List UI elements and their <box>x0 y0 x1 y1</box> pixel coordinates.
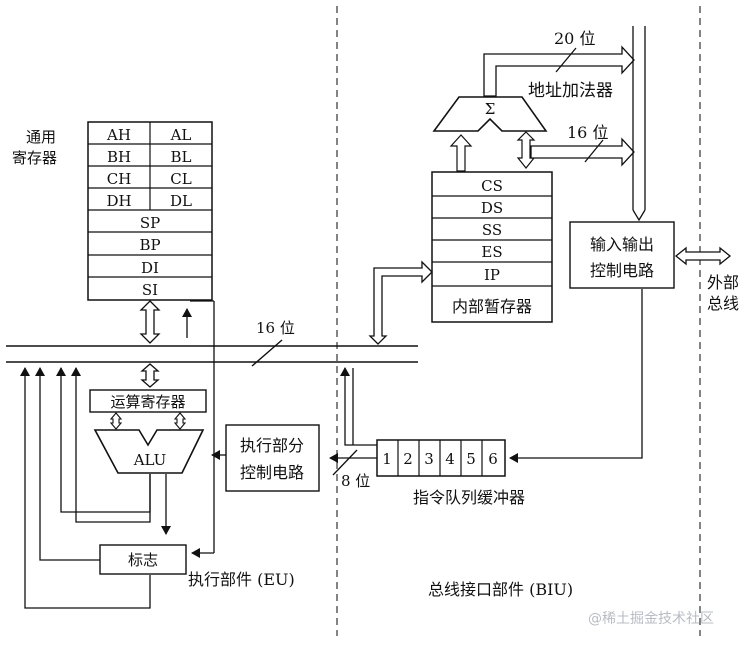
eu-control-box <box>225 424 320 492</box>
io-control-label-line2: 控制电路 <box>590 261 654 280</box>
eu-control-label-line2: 控制电路 <box>240 463 304 482</box>
internal-bus-width-label: 16 位 <box>256 319 295 337</box>
address-bus-arrow <box>483 45 635 97</box>
alu-label: ALU <box>133 451 167 469</box>
register-cl: CL <box>170 170 191 188</box>
queue-slot-3: 3 <box>424 450 434 468</box>
io-control-box <box>569 221 675 289</box>
register-bh: BH <box>107 148 131 166</box>
queue-slot-5: 5 <box>466 450 476 468</box>
internal-register-label: 内部暂存器 <box>452 297 532 316</box>
bus-segment-arrow <box>368 260 433 345</box>
register-bp: BP <box>139 236 160 254</box>
io-control-label-line1: 输入输出 <box>590 235 654 254</box>
address-bus-width-label: 20 位 <box>554 29 595 48</box>
general-registers-label-line2: 寄存器 <box>12 149 57 167</box>
register-sp: SP <box>140 214 160 232</box>
queue-slot-6: 6 <box>488 450 498 468</box>
queue-slot-2: 2 <box>403 450 413 468</box>
queue-label: 指令队列缓冲器 <box>413 488 525 507</box>
eu-title: 执行部件 (EU) <box>188 570 295 589</box>
register-cs: CS <box>481 177 503 195</box>
operand-register-box <box>89 389 207 413</box>
register-dl: DL <box>170 192 192 210</box>
queue-slot-1: 1 <box>382 450 392 468</box>
register-ds: DS <box>481 199 503 217</box>
register-es: ES <box>481 243 502 261</box>
watermark: @稀土掘金技术社区 <box>588 611 714 627</box>
register-dh: DH <box>106 192 131 210</box>
register-ss: SS <box>482 221 502 239</box>
external-bus-arrow <box>674 246 732 266</box>
register-di: DI <box>141 259 159 277</box>
segment-bus-width-label: 16 位 <box>567 123 608 142</box>
flags-label: 标志 <box>128 551 158 569</box>
biu-title: 总线接口部件 (BIU) <box>428 580 573 599</box>
external-bus-label-line2: 总线 <box>707 294 739 313</box>
register-al: AL <box>170 126 192 144</box>
register-si: SI <box>142 281 158 299</box>
address-adder-shape <box>432 96 548 132</box>
adder-label: 地址加法器 <box>528 81 613 101</box>
bus-operand-arrow <box>140 363 160 388</box>
register-bl: BL <box>171 148 192 166</box>
instruction-queue <box>376 439 506 477</box>
eu-control-label-line1: 执行部分 <box>240 436 304 455</box>
alu-shape <box>93 429 205 474</box>
registers-bus-arrow <box>139 300 161 344</box>
operand-register-label: 运算寄存器 <box>110 393 185 411</box>
eu-feedback-lines <box>20 367 151 609</box>
adder-symbol: Σ <box>485 100 496 118</box>
internal-bus <box>6 339 418 367</box>
register-ip: IP <box>484 266 500 284</box>
external-bus-label-line1: 外部 <box>707 273 739 292</box>
register-ah: AH <box>106 126 131 144</box>
general-registers <box>87 121 213 301</box>
queue-width-label: 8 位 <box>341 472 370 490</box>
register-ch: CH <box>107 170 132 188</box>
queue-slot-4: 4 <box>445 450 455 468</box>
segment-registers <box>431 171 553 323</box>
general-registers-label-line1: 通用 <box>26 128 56 146</box>
